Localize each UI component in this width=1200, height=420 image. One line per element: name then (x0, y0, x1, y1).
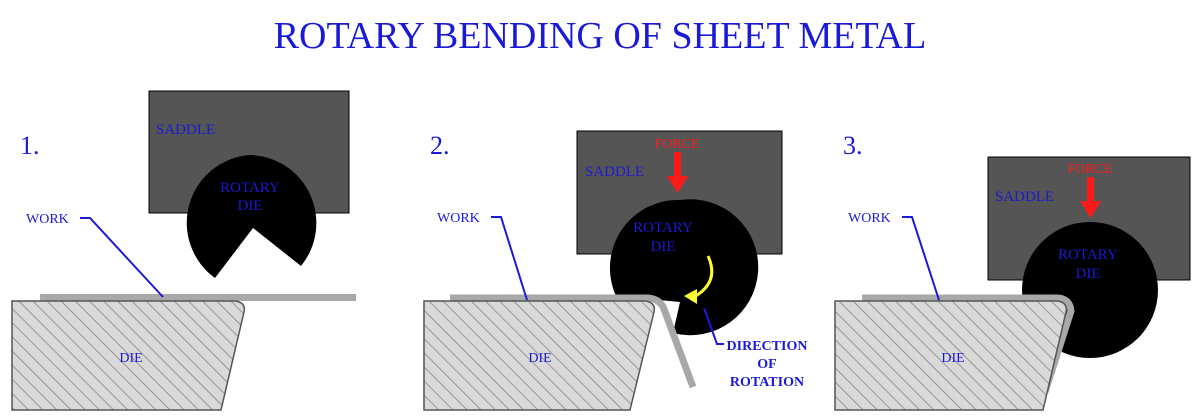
saddle-label-3: SADDLE (995, 189, 1054, 205)
work-label-2: WORK (437, 211, 480, 226)
force-label-2: FORCE (654, 137, 699, 152)
work-label-3: WORK (848, 211, 891, 226)
rotary-die-label-1a: ROTARY (220, 180, 280, 196)
die-3 (834, 300, 1068, 411)
work-label-1: WORK (26, 212, 69, 227)
rotary-die-label-2a: ROTARY (633, 220, 693, 236)
die-label-2: DIE (528, 351, 551, 366)
die-label-3: DIE (941, 351, 964, 366)
rotation-label-2c: ROTATION (730, 375, 804, 390)
rotation-label-2a: DIRECTION (727, 339, 808, 354)
panel-3: 3. SADDLE FORCE ROTARY DIE DIE WORK (834, 131, 1191, 411)
panel-1: 1. SADDLE ROTARY DIE DIE WORK (11, 90, 356, 411)
rotary-die-label-2b: DIE (651, 239, 676, 255)
rotary-die-label-1b: DIE (238, 198, 263, 214)
work-sheet-2 (450, 294, 697, 389)
rotary-die-label-3b: DIE (1076, 266, 1101, 282)
page-title: ROTARY BENDING OF SHEET METAL (274, 15, 927, 57)
step-number-2: 2. (430, 131, 450, 160)
rotation-label-2b: OF (757, 357, 776, 372)
work-leader-3 (902, 216, 940, 301)
rotation-arrow-2 (684, 255, 714, 304)
step-number-3: 3. (843, 131, 863, 160)
work-leader-1 (80, 217, 164, 298)
die-2 (423, 300, 656, 411)
work-sheet-1 (40, 294, 356, 301)
die-label-1: DIE (119, 351, 142, 366)
force-arrow-3 (1080, 177, 1101, 218)
rotation-leader-2 (703, 307, 724, 345)
rotary-die-1 (186, 155, 317, 278)
work-sheet-3 (862, 294, 1075, 394)
saddle-label-1: SADDLE (156, 122, 215, 138)
saddle-label-2: SADDLE (585, 164, 644, 180)
panel-2: 2. SADDLE FORCE ROTARY DIE DIE WORK DIRE… (423, 130, 808, 411)
rotary-die-2 (609, 199, 759, 336)
step-number-1: 1. (20, 131, 40, 160)
force-label-3: FORCE (1067, 162, 1112, 177)
rotary-die-label-3a: ROTARY (1058, 247, 1118, 263)
die-1 (11, 300, 246, 411)
force-arrow-2 (667, 152, 688, 193)
work-leader-2 (491, 216, 528, 301)
